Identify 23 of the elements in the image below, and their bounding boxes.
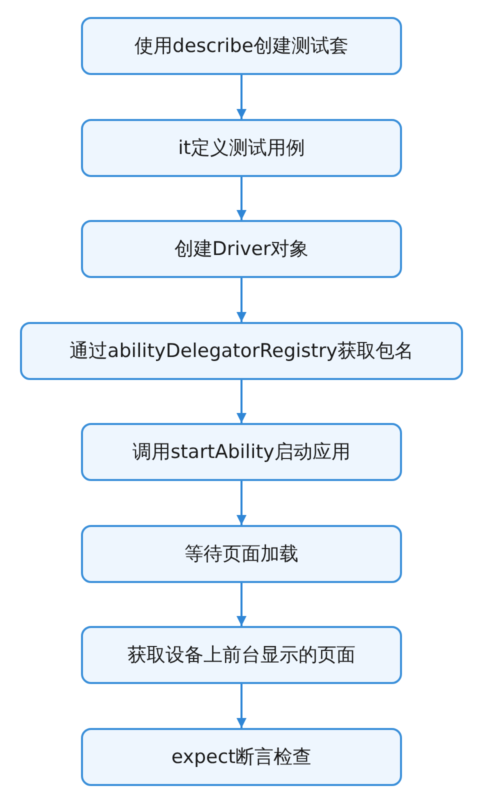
process-box: [20, 322, 463, 380]
step-text: expect断言检查: [171, 744, 312, 770]
process-box: [81, 220, 402, 278]
step-text: 调用startAbility启动应用: [132, 440, 350, 465]
process-box: [81, 17, 402, 75]
process-box: [81, 119, 402, 177]
step-text: 通过abilityDelegatorRegistry获取包名: [70, 338, 414, 364]
process-box: [81, 423, 402, 481]
arrow: [236, 278, 246, 322]
process-box: [81, 728, 402, 786]
arrow: [236, 684, 246, 728]
step-text: 等待页面加载: [184, 542, 298, 567]
step-text: 创建Driver对象: [174, 236, 309, 262]
arrow: [236, 481, 246, 525]
step-text: it定义测试用例: [178, 136, 305, 161]
step-text: 使用describe创建测试套: [134, 34, 348, 59]
process-box: [81, 626, 402, 684]
step-text: 获取设备上前台显示的页面: [128, 642, 356, 668]
arrow: [236, 380, 246, 423]
arrow: [236, 177, 246, 220]
arrow: [236, 75, 246, 119]
arrow: [236, 583, 246, 626]
process-box: [81, 525, 402, 583]
